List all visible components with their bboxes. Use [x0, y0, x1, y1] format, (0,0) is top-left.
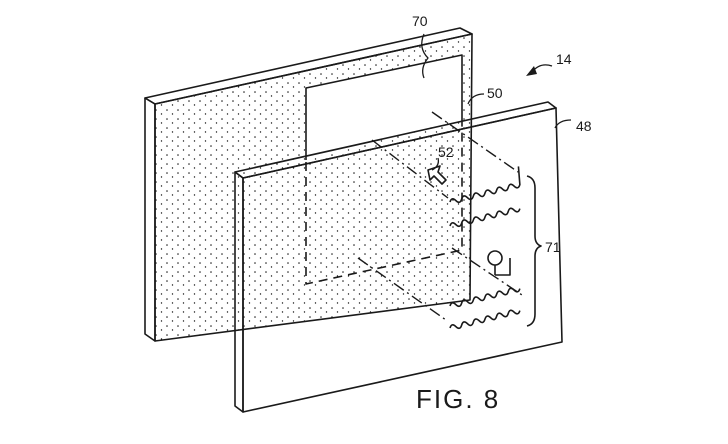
window-outline	[305, 54, 463, 160]
label-brace: 71	[545, 239, 561, 255]
label-window: 70	[412, 13, 428, 29]
rear-panel-side-edge	[144, 97, 156, 342]
leader-48	[554, 119, 572, 129]
figure-caption: FIG. 8	[416, 384, 500, 414]
leader-lines	[421, 33, 572, 171]
label-device: 14	[556, 51, 572, 67]
key-symbol-icon	[487, 250, 511, 276]
leader-14-arrowhead	[526, 66, 537, 76]
front-panel	[234, 101, 563, 413]
rear-panel-face-outline	[154, 33, 473, 342]
window-clear-area	[306, 55, 462, 160]
projection-lines	[357, 111, 523, 321]
leader-50	[467, 93, 485, 105]
text-line-3	[449, 287, 521, 308]
cursor-arrow-icon	[427, 165, 447, 185]
brace-71	[526, 175, 542, 327]
leader-70	[421, 33, 429, 79]
text-lines	[449, 166, 521, 330]
leader-52	[431, 157, 440, 171]
label-front-panel: 48	[576, 118, 592, 134]
text-line-4	[449, 309, 521, 330]
text-line-2	[449, 207, 521, 228]
window-hidden-outline	[305, 120, 463, 285]
text-line-1	[449, 166, 521, 204]
label-cursor: 52	[438, 144, 454, 160]
label-middle-panel: 50	[487, 85, 503, 101]
front-panel-face	[242, 107, 563, 413]
